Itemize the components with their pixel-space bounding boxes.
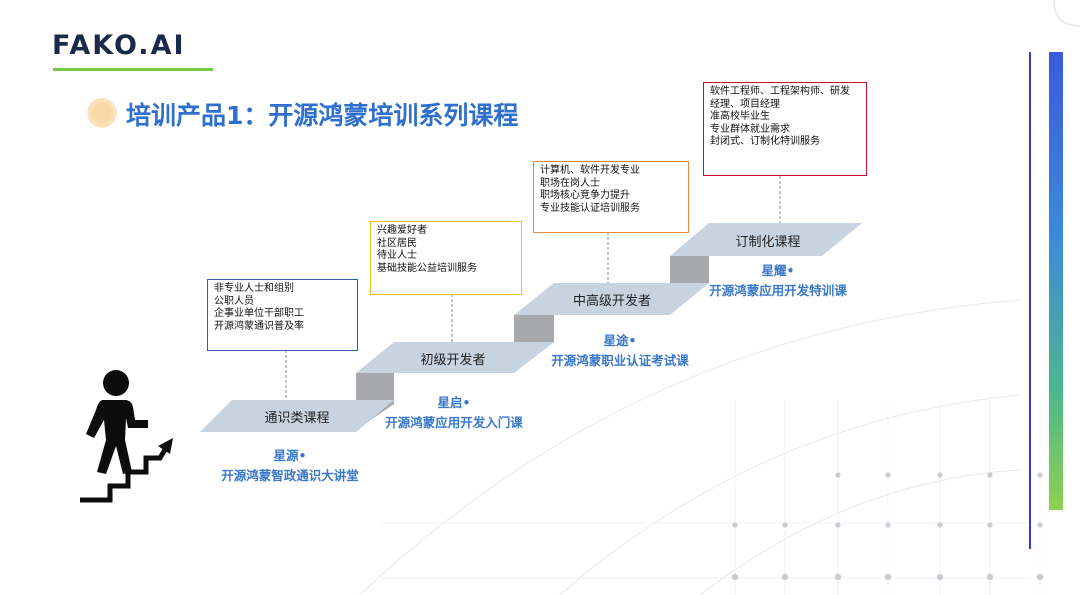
course-4: 星耀• 开源鸿蒙应用开发特训课 xyxy=(688,261,868,301)
course-tag: 星途• xyxy=(603,333,637,348)
audience-box-1: 非专业人士和组别 公职人员 企事业单位干部职工 开源鸿蒙通识普及率 xyxy=(207,279,358,351)
audience-item: 职场核心竞争力提升 xyxy=(540,190,630,202)
audience-item: 职场在岗人士 xyxy=(540,177,600,189)
audience-item: 开源鸿蒙通识普及率 xyxy=(214,320,304,332)
step-label-1: 通识类课程 xyxy=(264,411,330,426)
step-top-1 xyxy=(200,400,394,432)
audience-box-3: 计算机、软件开发专业 职场在岗人士 职场核心竞争力提升 专业技能认证培训服务 xyxy=(533,161,689,233)
course-name: 开源鸿蒙应用开发入门课 xyxy=(385,415,523,430)
audience-item: 社区居民 xyxy=(377,237,417,249)
course-3: 星途• 开源鸿蒙职业认证考试课 xyxy=(530,331,710,371)
audience-item: 基础技能公益培训服务 xyxy=(377,262,477,274)
page-title: 培训产品1：开源鸿蒙培训系列课程 xyxy=(126,101,519,130)
course-1: 星源• 开源鸿蒙智政通识大讲堂 xyxy=(200,446,380,486)
right-vertical-line xyxy=(1029,52,1031,549)
audience-item: 计算机、软件开发专业 xyxy=(540,165,640,176)
title-bullet-icon xyxy=(87,98,117,128)
course-name: 开源鸿蒙应用开发特训课 xyxy=(709,283,847,298)
step-top-2 xyxy=(356,342,554,373)
right-gradient-bar xyxy=(1049,52,1063,510)
corner-arc-decoration xyxy=(1053,0,1080,27)
audience-item: 软件工程师、工程架构师、研发 xyxy=(710,86,850,97)
audience-item: 待业人士 xyxy=(377,250,417,262)
step-top-4 xyxy=(670,223,862,256)
course-tag: 星耀• xyxy=(761,263,795,278)
course-name: 开源鸿蒙职业认证考试课 xyxy=(551,353,689,368)
course-2: 星启• 开源鸿蒙应用开发入门课 xyxy=(364,393,544,433)
audience-box-2: 兴趣爱好者 社区居民 待业人士 基础技能公益培训服务 xyxy=(370,221,522,295)
audience-item: 封闭式、订制化特训服务 xyxy=(710,136,820,148)
audience-item: 企事业单位干部职工 xyxy=(214,308,304,320)
course-tag: 星源• xyxy=(273,448,307,463)
step-label-2: 初级开发者 xyxy=(420,353,486,368)
fako-logo: FAKO.AI xyxy=(52,30,186,61)
audience-item: 专业技能认证培训服务 xyxy=(540,202,640,214)
course-tag: 星启• xyxy=(437,395,471,410)
audience-item: 经理、项目经理 xyxy=(710,98,780,110)
step-label-3: 中高级开发者 xyxy=(572,294,651,309)
audience-item: 兴趣爱好者 xyxy=(377,225,427,236)
audience-item: 非专业人士和组别 xyxy=(214,283,294,294)
person-climbing-stairs-icon xyxy=(80,370,173,503)
audience-box-4: 软件工程师、工程架构师、研发 经理、项目经理 准高校毕业生 专业群体就业需求 封… xyxy=(703,82,867,176)
audience-item: 准高校毕业生 xyxy=(710,111,770,123)
audience-item: 专业群体就业需求 xyxy=(710,123,790,135)
logo-underline xyxy=(53,68,213,71)
course-name: 开源鸿蒙智政通识大讲堂 xyxy=(221,468,359,483)
step-top-3 xyxy=(514,283,709,315)
audience-item: 公职人员 xyxy=(214,295,254,307)
step-label-4: 订制化课程 xyxy=(735,235,801,250)
